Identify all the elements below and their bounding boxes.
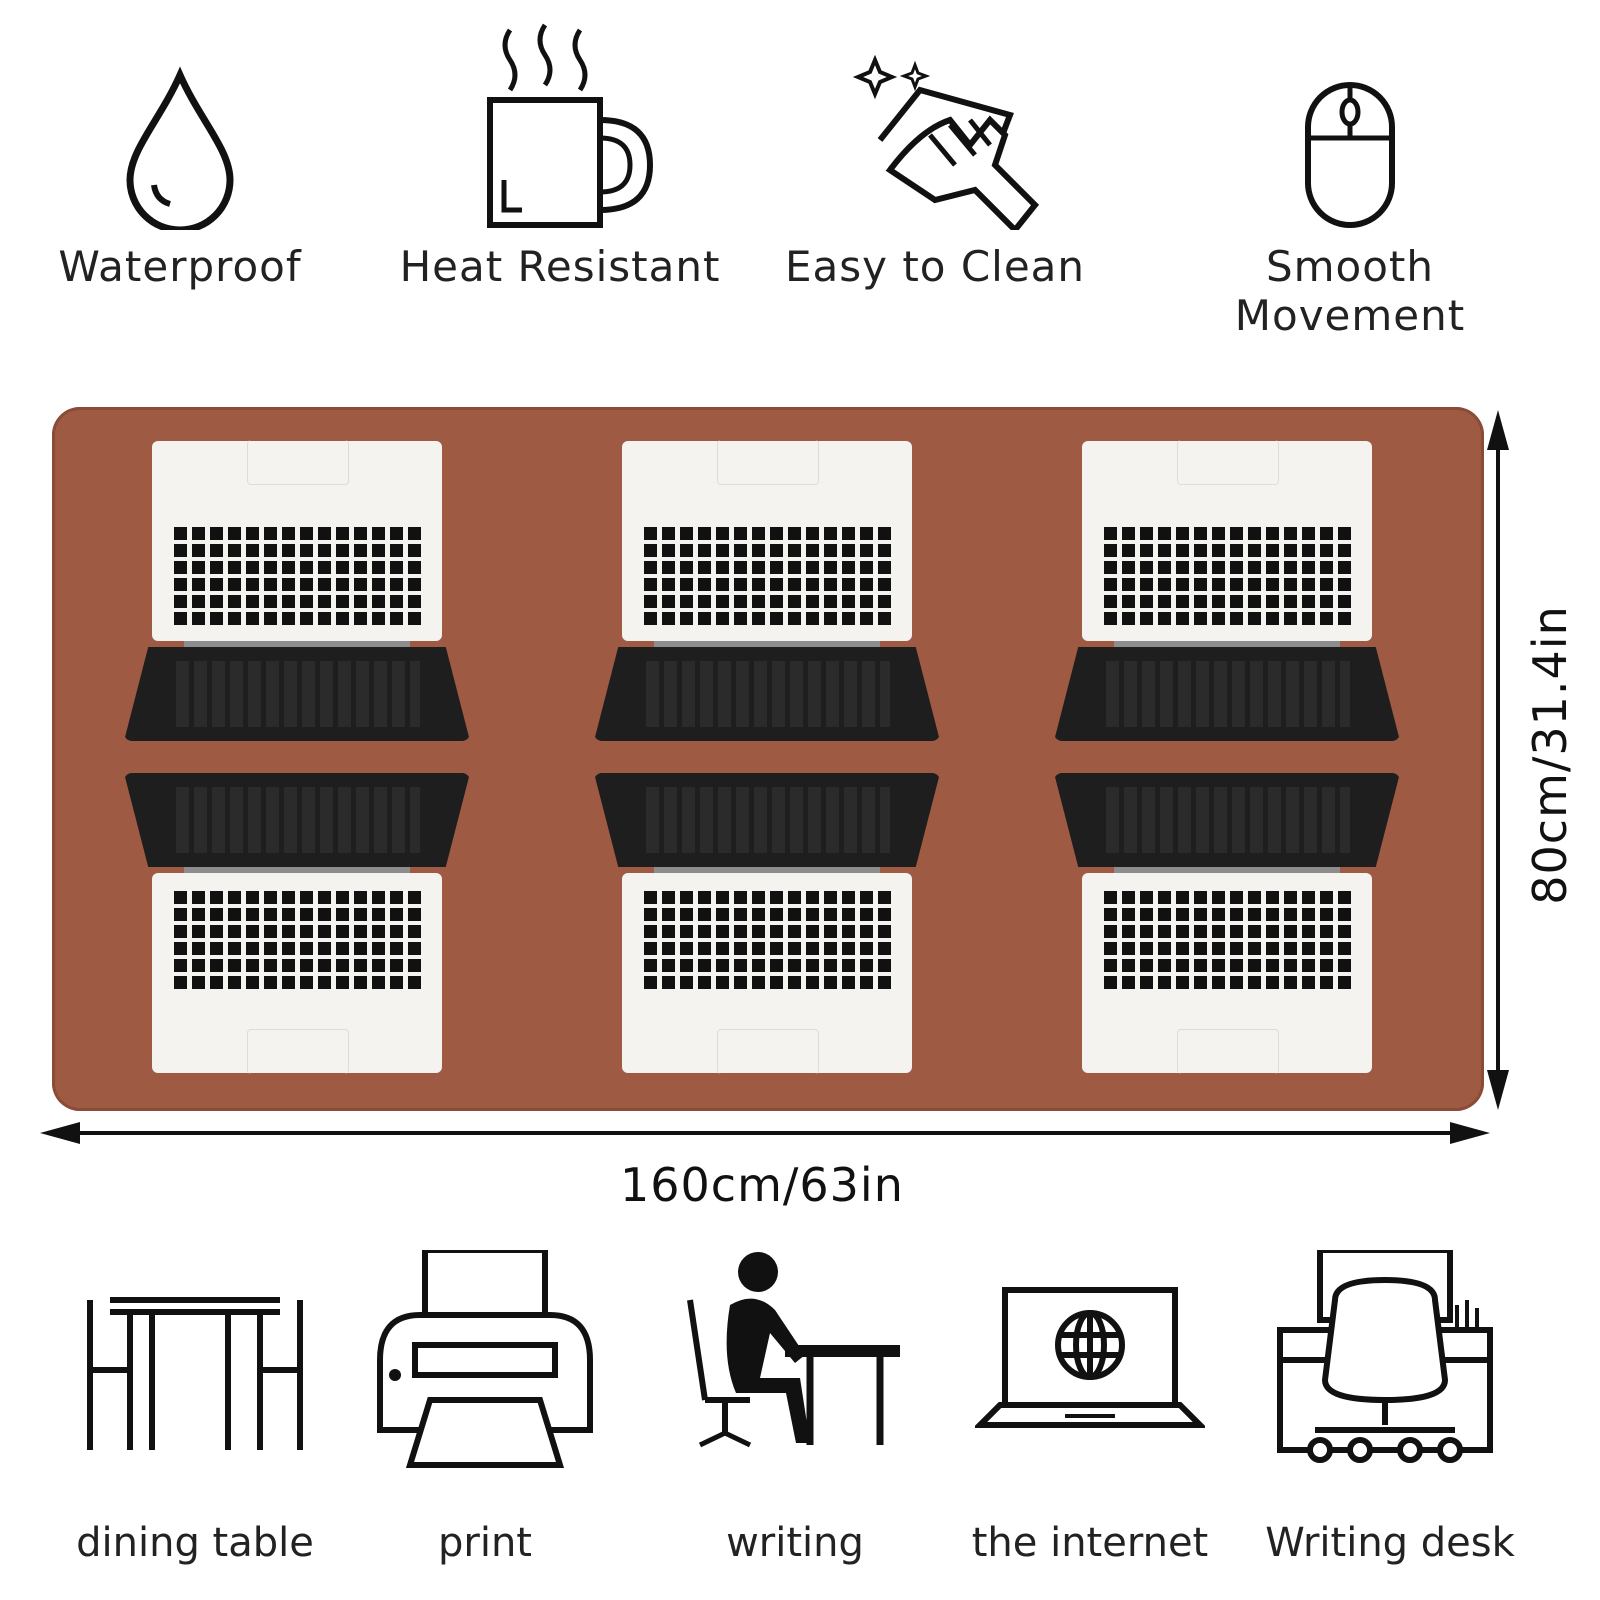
width-label: 160cm/63in — [620, 1158, 904, 1212]
use-the-internet: the internet — [960, 1250, 1220, 1590]
writing-desk-icon — [1277, 1250, 1493, 1463]
feature-waterproof: Waterproof — [0, 20, 370, 310]
feature-label: Heat Resistant — [399, 242, 721, 291]
width-arrow — [40, 1122, 1490, 1144]
desk-mat — [52, 407, 1484, 1111]
use-writing-desk: Writing desk — [1260, 1250, 1520, 1590]
laptop — [124, 773, 470, 1074]
laptop — [1054, 440, 1400, 741]
use-label: print — [438, 1520, 532, 1566]
use-label: dining table — [76, 1520, 314, 1566]
feature-smooth-movement: Smooth Movement — [1160, 20, 1540, 340]
use-label: Writing desk — [1265, 1520, 1515, 1566]
laptop — [594, 440, 940, 741]
printer-icon — [377, 1250, 593, 1468]
use-label: writing — [726, 1520, 864, 1566]
use-print: print — [355, 1250, 615, 1590]
feature-easy-to-clean: Easy to Clean — [745, 20, 1125, 310]
person-writing-icon — [687, 1252, 900, 1448]
laptop — [124, 440, 470, 741]
use-dining-table: dining table — [65, 1250, 325, 1590]
laptop — [1054, 773, 1400, 1074]
feature-heat-resistant: Heat Resistant — [370, 20, 750, 310]
wiping-hand-icon — [852, 54, 1040, 230]
height-label: 80cm/31.4in — [1523, 605, 1577, 905]
dining-table-icon — [87, 1297, 303, 1450]
use-label: the internet — [971, 1520, 1209, 1566]
mouse-icon — [1305, 82, 1395, 228]
water-drop-icon — [126, 66, 234, 230]
feature-label: Easy to Clean — [784, 242, 1086, 291]
laptop-globe-icon — [975, 1287, 1205, 1428]
use-writing: writing — [665, 1250, 925, 1590]
hot-mug-icon — [487, 23, 654, 228]
laptop — [594, 773, 940, 1074]
height-arrow — [1487, 410, 1509, 1110]
feature-label: Waterproof — [58, 242, 302, 291]
feature-label: Smooth Movement — [1234, 242, 1466, 340]
